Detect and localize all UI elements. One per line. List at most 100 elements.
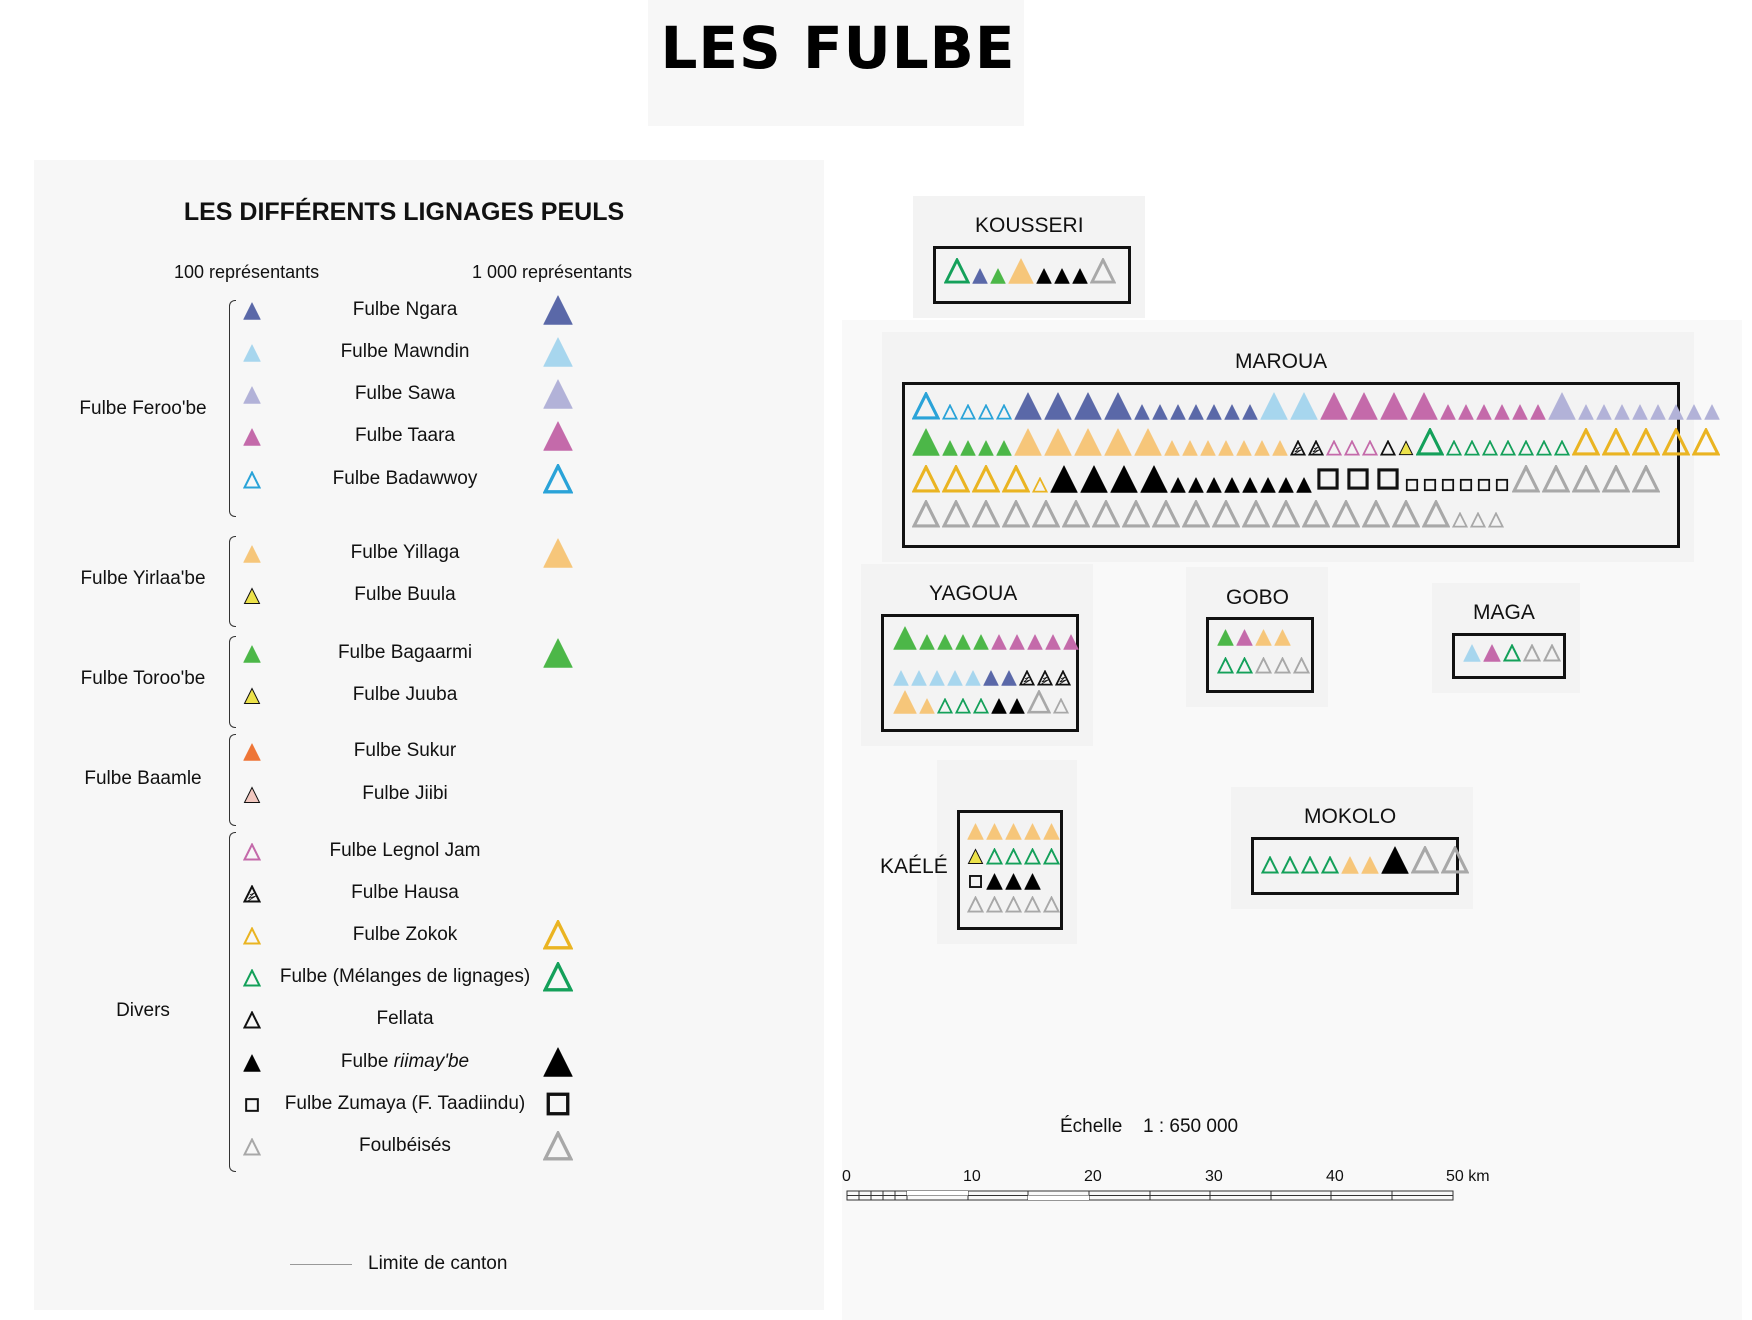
- town-name-gobo: GOBO: [1226, 586, 1290, 609]
- foulbeises-symbol: [1274, 657, 1291, 674]
- foulbeises-symbol: [1362, 500, 1390, 528]
- juuba-symbol: [1398, 440, 1414, 456]
- mawndin-symbol: [1260, 392, 1288, 420]
- ngara-symbol: [1014, 392, 1042, 420]
- yillaga-symbol: [1005, 823, 1022, 840]
- yillaga-symbol: [1043, 823, 1060, 840]
- riimaybe-symbol: [1005, 873, 1022, 890]
- legend-panel: [34, 160, 824, 1310]
- hausa-symbol: [1308, 440, 1324, 456]
- town-row: [893, 690, 1069, 714]
- zumaya-symbol: [1317, 468, 1339, 490]
- scale-tick-label: 0: [842, 1168, 851, 1185]
- legend-large-yillaga: [543, 538, 573, 568]
- legend-small-fellata: [243, 1011, 261, 1029]
- town-row: [912, 500, 1504, 528]
- taara-symbol: [1410, 392, 1438, 420]
- sawa-symbol: [1632, 404, 1648, 420]
- group-label: Divers: [116, 1000, 170, 1021]
- yillaga-symbol: [1024, 823, 1041, 840]
- legend-item-label: Fulbe Badawwoy: [332, 468, 478, 489]
- zumaya-symbol: [1377, 468, 1399, 490]
- bagaarmi-symbol: [990, 268, 1006, 284]
- town-row: [1463, 642, 1561, 662]
- title-panel: [648, 0, 1024, 126]
- legend-item-label: Fulbe Ngara: [352, 299, 458, 320]
- zokok-symbol: [1002, 465, 1030, 493]
- town-box-kousseri: [933, 246, 1131, 304]
- legend-small-hausa: [243, 885, 261, 903]
- riimaybe-symbol: [1170, 477, 1186, 493]
- scale-tick-label: 50 km: [1446, 1168, 1490, 1185]
- riimaybe-symbol: [1050, 465, 1078, 493]
- riimaybe-symbol: [986, 873, 1003, 890]
- foulbeises-symbol: [1272, 500, 1300, 528]
- badawwoy-symbol: [960, 404, 976, 420]
- legend-small-riimaybe: [243, 1054, 261, 1072]
- fellata-symbol: [1380, 440, 1396, 456]
- riimaybe-symbol: [1381, 846, 1409, 874]
- legend-item-label: Fulbe (Mélanges de lignages): [279, 966, 531, 987]
- zumaya-symbol: [1477, 478, 1491, 492]
- foulbeises-symbol: [1392, 500, 1420, 528]
- zokok-symbol: [942, 465, 970, 493]
- foulbeises-symbol: [1302, 500, 1330, 528]
- melanges-symbol: [1554, 440, 1570, 456]
- zokok-symbol: [1692, 428, 1720, 456]
- town-name-maga: MAGA: [1473, 601, 1535, 624]
- bagaarmi-symbol: [937, 634, 953, 650]
- melanges-symbol: [944, 258, 970, 284]
- riimaybe-symbol: [1009, 698, 1025, 714]
- foulbeises-symbol: [1062, 500, 1090, 528]
- town-row: [893, 626, 1079, 650]
- zokok-symbol: [1572, 428, 1600, 456]
- foulbeises-symbol: [1452, 512, 1468, 528]
- bagaarmi-symbol: [978, 440, 994, 456]
- legend-item-label: Fulbe Legnol Jam: [329, 840, 481, 861]
- ngara-symbol: [1206, 404, 1222, 420]
- riimaybe-symbol: [1296, 477, 1312, 493]
- town-row: [1217, 626, 1291, 646]
- legend-item-label: Fulbe Hausa: [351, 882, 459, 903]
- town-name-kousseri: KOUSSERI: [975, 214, 1084, 237]
- legend-large-taara: [543, 421, 573, 451]
- town-box-yagoua: [881, 614, 1079, 732]
- legend-large-riimaybe: [543, 1047, 573, 1077]
- foulbeises-symbol: [1293, 657, 1310, 674]
- foulbeises-symbol: [1488, 512, 1504, 528]
- foulbeises-symbol: [1543, 644, 1561, 662]
- scale-ratio: 1 : 650 000: [1143, 1116, 1239, 1137]
- town-row: [893, 662, 1071, 686]
- legend-item-label: Fulbe Zumaya (F. Taadiindu): [284, 1093, 526, 1114]
- melanges-symbol: [1217, 657, 1234, 674]
- town-name-mokolo: MOKOLO: [1304, 805, 1397, 828]
- bagaarmi-symbol: [912, 428, 940, 456]
- ngara-symbol: [1188, 404, 1204, 420]
- legnol-symbol: [1326, 440, 1342, 456]
- legend-item-label: Fulbe riimay'be: [340, 1051, 470, 1072]
- ngara-symbol: [1134, 404, 1150, 420]
- mawndin-symbol: [911, 670, 927, 686]
- badawwoy-symbol: [942, 404, 958, 420]
- taara-symbol: [1009, 634, 1025, 650]
- legend-item-label: Fulbe Sukur: [353, 740, 457, 761]
- legend-small-yillaga: [243, 545, 261, 563]
- yillaga-symbol: [1074, 428, 1102, 456]
- yillaga-symbol: [1164, 440, 1180, 456]
- legend-large-foulbeises: [543, 1131, 573, 1161]
- ngara-symbol: [1044, 392, 1072, 420]
- taara-symbol: [1236, 629, 1253, 646]
- foulbeises-symbol: [1602, 465, 1630, 493]
- riimaybe-symbol: [1206, 477, 1222, 493]
- riimaybe-symbol: [1110, 465, 1138, 493]
- hausa-symbol: [1290, 440, 1306, 456]
- town-row: [1261, 846, 1469, 874]
- hausa-symbol: [1019, 670, 1035, 686]
- yillaga-symbol: [1044, 428, 1072, 456]
- legnol-symbol: [1344, 440, 1360, 456]
- canton-label: Limite de canton: [368, 1253, 508, 1274]
- foulbeises-symbol: [1422, 500, 1450, 528]
- riimaybe-symbol: [1036, 268, 1052, 284]
- group-brace: [229, 832, 236, 1172]
- bagaarmi-symbol: [893, 626, 917, 650]
